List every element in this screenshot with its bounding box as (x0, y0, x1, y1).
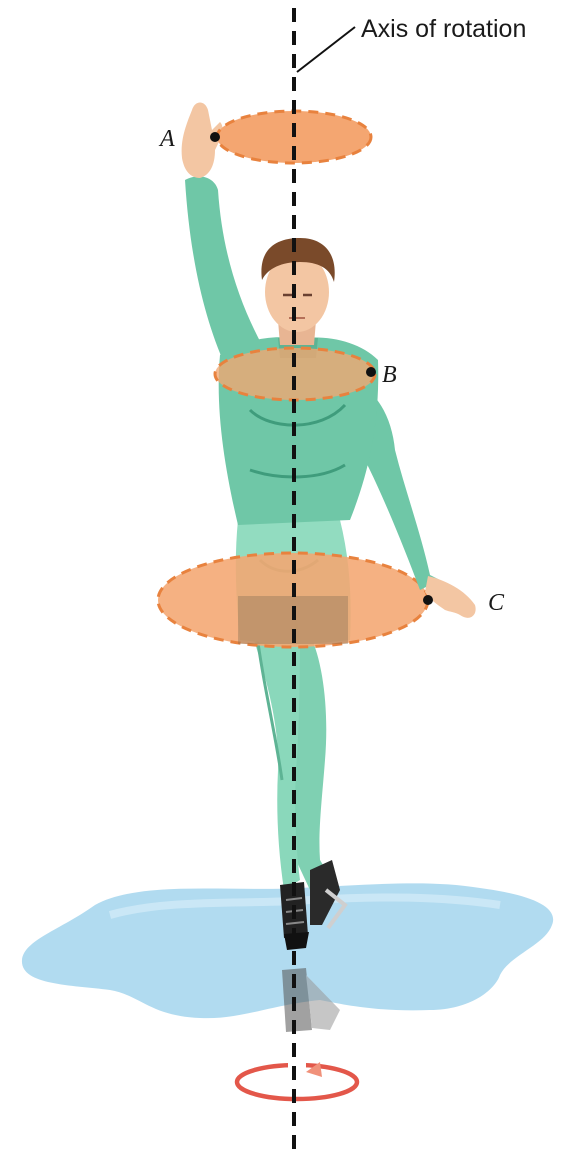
rotation-arrow-icon (237, 1060, 357, 1099)
point-c-label: C (488, 590, 505, 616)
head (261, 238, 334, 345)
point-b-label: B (382, 362, 397, 388)
axis-label-leader (297, 27, 355, 72)
point-b-dot (366, 367, 376, 377)
point-c-dot (423, 595, 433, 605)
point-a-label: A (158, 126, 175, 152)
point-a-dot (210, 132, 220, 142)
axis-of-rotation-label: Axis of rotation (361, 15, 526, 43)
